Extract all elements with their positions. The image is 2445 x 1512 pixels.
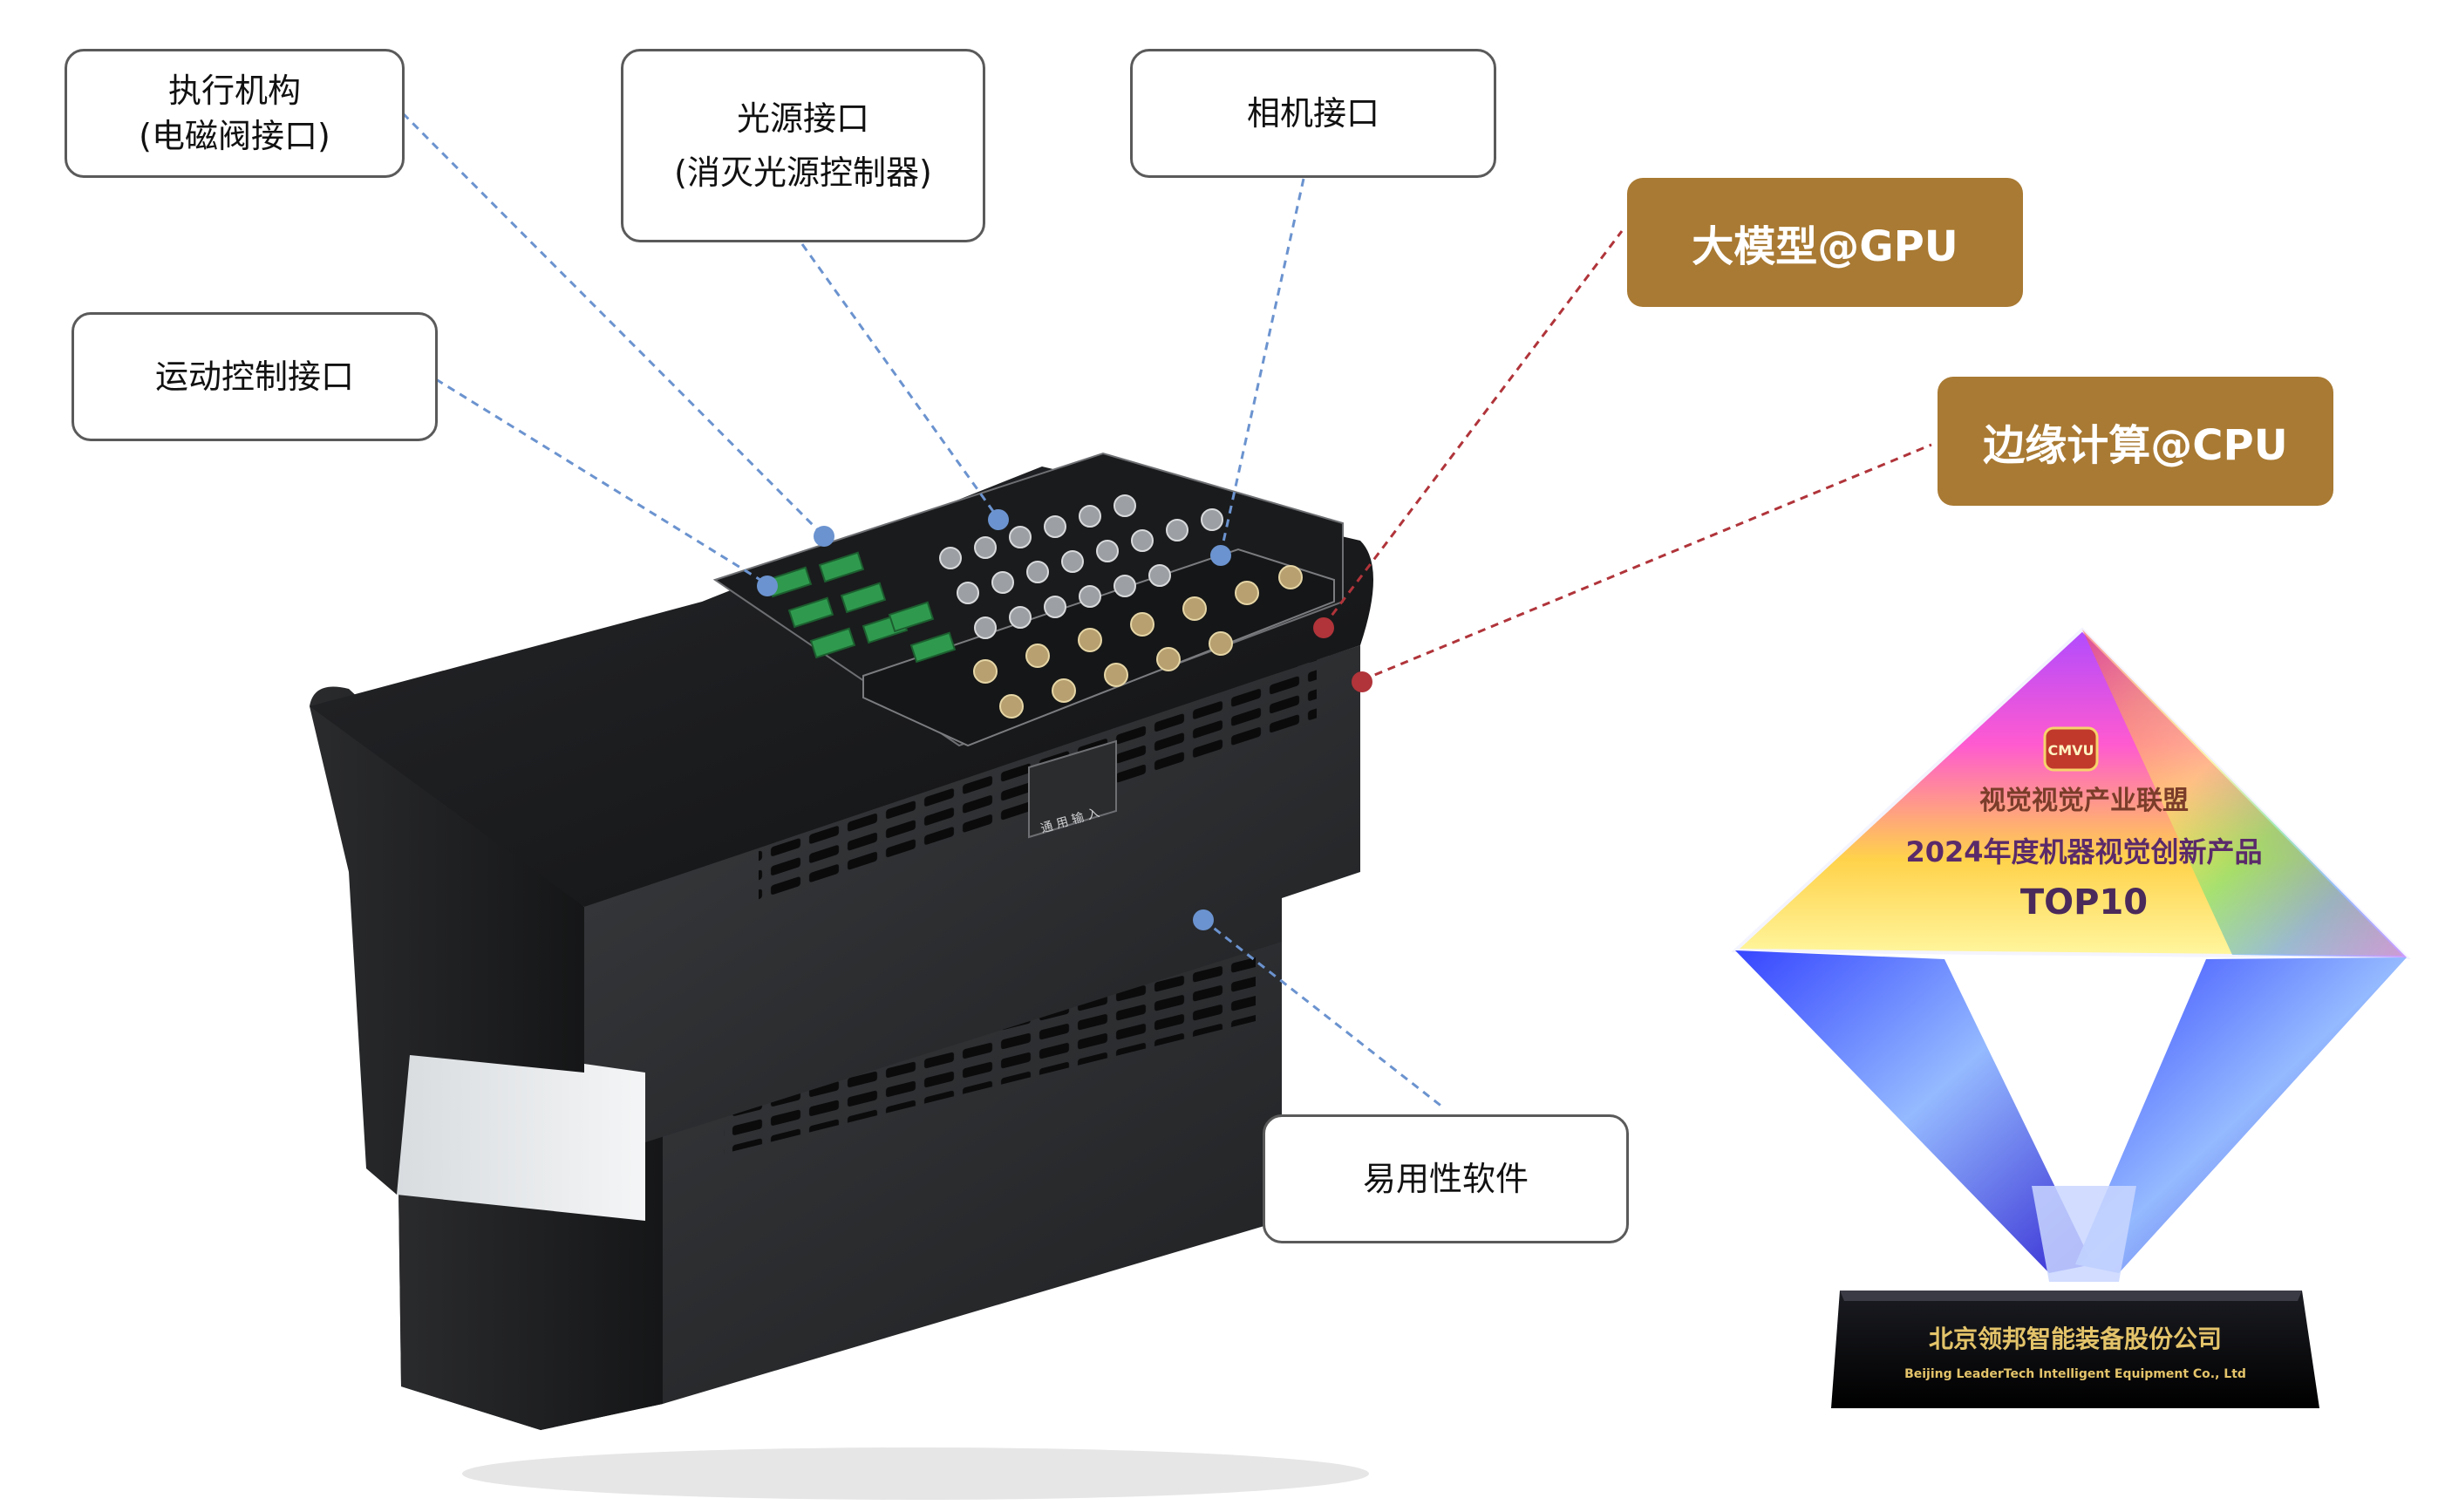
alliance-logo-text: CMVU [2047,742,2094,759]
callout-light-source: 光源接口 (消灭光源控制器) [621,49,985,242]
callout-light-subtitle: (消灭光源控制器) [674,153,932,192]
trophy-award: 2024年度机器视觉创新产品 [1905,835,2262,868]
red-leader-lines [1322,230,1932,682]
round-connectors [939,494,1223,639]
trophy-crystal-left [1735,950,2093,1273]
callout-actuator-title: 执行机构 [167,72,301,110]
blue-leader-lines [401,112,1444,1109]
red-leader-dots [1313,617,1372,692]
device-shadow [462,1447,1369,1500]
tag-cpu-label: 边缘计算@CPU [1983,421,2288,470]
trophy-rank: TOP10 [2020,882,2148,923]
trophy-company-cn: 北京领邦智能装备股份公司 [1929,1325,2222,1353]
tag-gpu-label: 大模型@GPU [1692,222,1958,271]
callout-camera: 相机接口 [1130,49,1496,178]
callout-light-title: 光源接口 [736,99,869,138]
camera-connectors [973,565,1303,719]
award-trophy: CMVU 视觉视觉产业联盟 2024年度机器视觉创新产品 TOP10 北京领邦智… [1730,627,2411,1408]
callout-motion: 运动控制接口 [72,312,438,441]
trophy-crystal-right [2075,957,2407,1273]
callout-software: 易用性软件 [1263,1114,1629,1243]
leader-camera [1219,178,1305,555]
callout-actuator-subtitle: (电磁阀接口) [139,117,330,155]
leader-gpu [1322,230,1624,627]
leader-cpu [1361,443,1932,682]
callout-motion-label: 运动控制接口 [154,358,354,396]
leader-motion [435,378,768,586]
alliance-logo-icon [2043,726,2099,772]
callout-actuator: 执行机构 (电磁阀接口) [65,49,405,178]
tag-gpu: 大模型@GPU [1627,178,2023,307]
trophy-base [1831,1291,2319,1408]
callout-software-label: 易用性软件 [1362,1160,1529,1198]
front-label-panel [1028,739,1117,839]
leader-light [800,243,998,517]
leader-software [1202,918,1444,1109]
trophy-org: 视觉视觉产业联盟 [1979,786,2189,816]
trophy-company-en: Beijing LeaderTech Intelligent Equipment… [1904,1367,2246,1381]
callout-camera-label: 相机接口 [1246,94,1379,133]
tag-cpu: 边缘计算@CPU [1938,377,2333,506]
green-terminal-blocks [766,551,957,664]
main-housing-side [310,686,584,1195]
leader-actuator [401,112,821,534]
blue-leader-dots [757,509,1231,930]
